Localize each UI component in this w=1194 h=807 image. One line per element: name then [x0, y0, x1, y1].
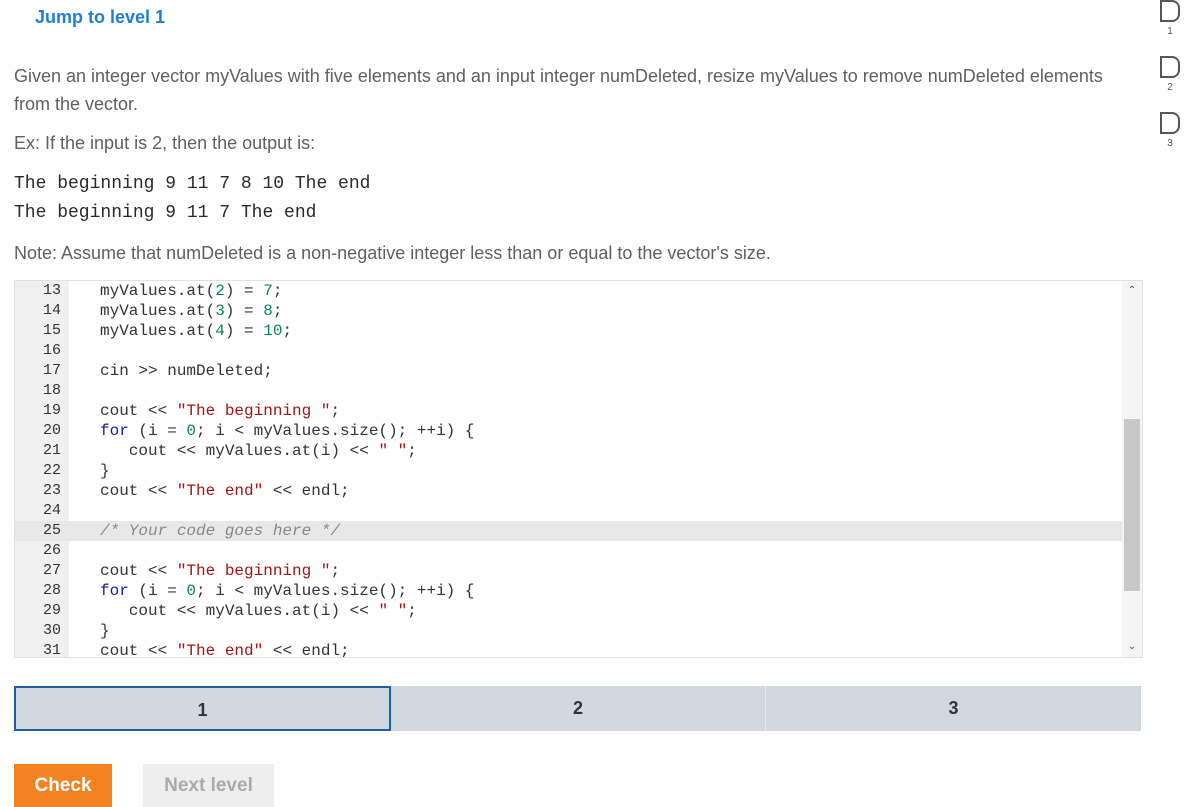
level-tab-2[interactable]: 2: [391, 686, 766, 731]
line-number: 17: [42, 362, 61, 379]
note-text: Note: Assume that numDeleted is a non-ne…: [14, 243, 771, 263]
line-number: 14: [42, 302, 61, 319]
line-number: 20: [42, 422, 61, 439]
code-text[interactable]: myValues.at(2) = 7;: [100, 282, 283, 300]
level-tab-3[interactable]: 3: [948, 698, 959, 718]
line-number: 15: [42, 322, 61, 339]
next-level-button[interactable]: Next level: [143, 764, 274, 807]
code-line[interactable]: 21 cout << myValues.at(i) << " ";: [15, 441, 1122, 461]
code-text[interactable]: cout << "The end" << endl;: [100, 642, 350, 658]
progress-box-icon: [1160, 56, 1180, 78]
code-line[interactable]: 30}: [15, 621, 1122, 641]
line-number: 18: [42, 382, 61, 399]
progress-box-icon: [1160, 0, 1180, 22]
progress-number: 2: [1167, 82, 1173, 93]
code-line[interactable]: 16: [15, 341, 1122, 361]
line-number: 28: [42, 582, 61, 599]
code-line[interactable]: 26: [15, 541, 1122, 561]
code-text[interactable]: myValues.at(3) = 8;: [100, 302, 283, 320]
example-intro: Ex: If the input is 2, then the output i…: [14, 133, 316, 153]
code-text[interactable]: for (i = 0; i < myValues.size(); ++i) {: [100, 582, 475, 600]
code-line[interactable]: 29 cout << myValues.at(i) << " ";: [15, 601, 1122, 621]
code-line[interactable]: 19 cout << "The beginning ";: [15, 401, 1122, 421]
problem-prompt: Given an integer vector myValues with fi…: [14, 66, 1103, 114]
line-number: 29: [42, 602, 61, 619]
code-line[interactable]: 13 myValues.at(2) = 7;: [15, 281, 1122, 301]
code-line[interactable]: 31 cout << "The end" << endl;: [15, 641, 1122, 658]
progress-level-3[interactable]: 3: [1157, 112, 1183, 149]
progress-level-1[interactable]: 1: [1157, 0, 1183, 37]
code-line[interactable]: 14 myValues.at(3) = 8;: [15, 301, 1122, 321]
line-number: 16: [42, 342, 61, 359]
line-number: 13: [42, 282, 61, 299]
code-line[interactable]: 15 myValues.at(4) = 10;: [15, 321, 1122, 341]
code-text[interactable]: cin >> numDeleted;: [100, 362, 273, 380]
progress-number: 3: [1167, 138, 1173, 149]
code-text[interactable]: cout << myValues.at(i) << " ";: [100, 602, 417, 620]
code-text[interactable]: /* Your code goes here */: [100, 522, 341, 540]
line-number: 27: [42, 562, 61, 579]
output-line-2: The beginning 9 11 7 The end: [14, 203, 317, 223]
line-number: 31: [42, 642, 61, 658]
code-line[interactable]: 25 /* Your code goes here */: [15, 521, 1122, 541]
line-number: 30: [42, 622, 61, 639]
code-text[interactable]: cout << myValues.at(i) << " ";: [100, 442, 417, 460]
editor-scrollbar[interactable]: ⌃ ⌄: [1122, 281, 1142, 657]
progress-box-icon: [1160, 112, 1180, 134]
output-line-1: The beginning 9 11 7 8 10 The end: [14, 174, 371, 194]
line-number: 25: [42, 522, 61, 539]
scrollbar-thumb[interactable]: [1124, 419, 1140, 591]
line-number: 19: [42, 402, 61, 419]
line-number: 24: [42, 502, 61, 519]
line-number-gutter: [15, 281, 69, 657]
level-tabs: 1 2 3: [14, 686, 1141, 731]
jump-to-level-link[interactable]: Jump to level 1: [35, 7, 166, 27]
code-text[interactable]: cout << "The end" << endl;: [100, 482, 350, 500]
line-number: 23: [42, 482, 61, 499]
scroll-up-arrow-icon[interactable]: ⌃: [1127, 285, 1137, 296]
code-line[interactable]: 17 cin >> numDeleted;: [15, 361, 1122, 381]
code-line[interactable]: 18: [15, 381, 1122, 401]
scroll-down-arrow-icon[interactable]: ⌄: [1127, 641, 1137, 652]
code-text[interactable]: cout << "The beginning ";: [100, 562, 341, 580]
code-line[interactable]: 23 cout << "The end" << endl;: [15, 481, 1122, 501]
code-line[interactable]: 22}: [15, 461, 1122, 481]
check-button[interactable]: Check: [14, 764, 112, 807]
code-line[interactable]: 20 for (i = 0; i < myValues.size(); ++i) …: [15, 421, 1122, 441]
code-text[interactable]: }: [100, 622, 110, 640]
line-number: 26: [42, 542, 61, 559]
code-text[interactable]: cout << "The beginning ";: [100, 402, 341, 420]
code-line[interactable]: 27 cout << "The beginning ";: [15, 561, 1122, 581]
progress-number: 1: [1167, 26, 1173, 37]
code-line[interactable]: 28 for (i = 0; i < myValues.size(); ++i) …: [15, 581, 1122, 601]
code-editor[interactable]: 13 myValues.at(2) = 7; 14 myValues.at(3) = …: [14, 280, 1143, 658]
code-text[interactable]: for (i = 0; i < myValues.size(); ++i) {: [100, 422, 475, 440]
line-number: 22: [42, 462, 61, 479]
progress-level-2[interactable]: 2: [1157, 56, 1183, 93]
code-text[interactable]: }: [100, 462, 110, 480]
code-text[interactable]: myValues.at(4) = 10;: [100, 322, 293, 340]
line-number: 21: [42, 442, 61, 459]
code-line[interactable]: 24: [15, 501, 1122, 521]
level-tab-1[interactable]: 1: [14, 686, 391, 731]
